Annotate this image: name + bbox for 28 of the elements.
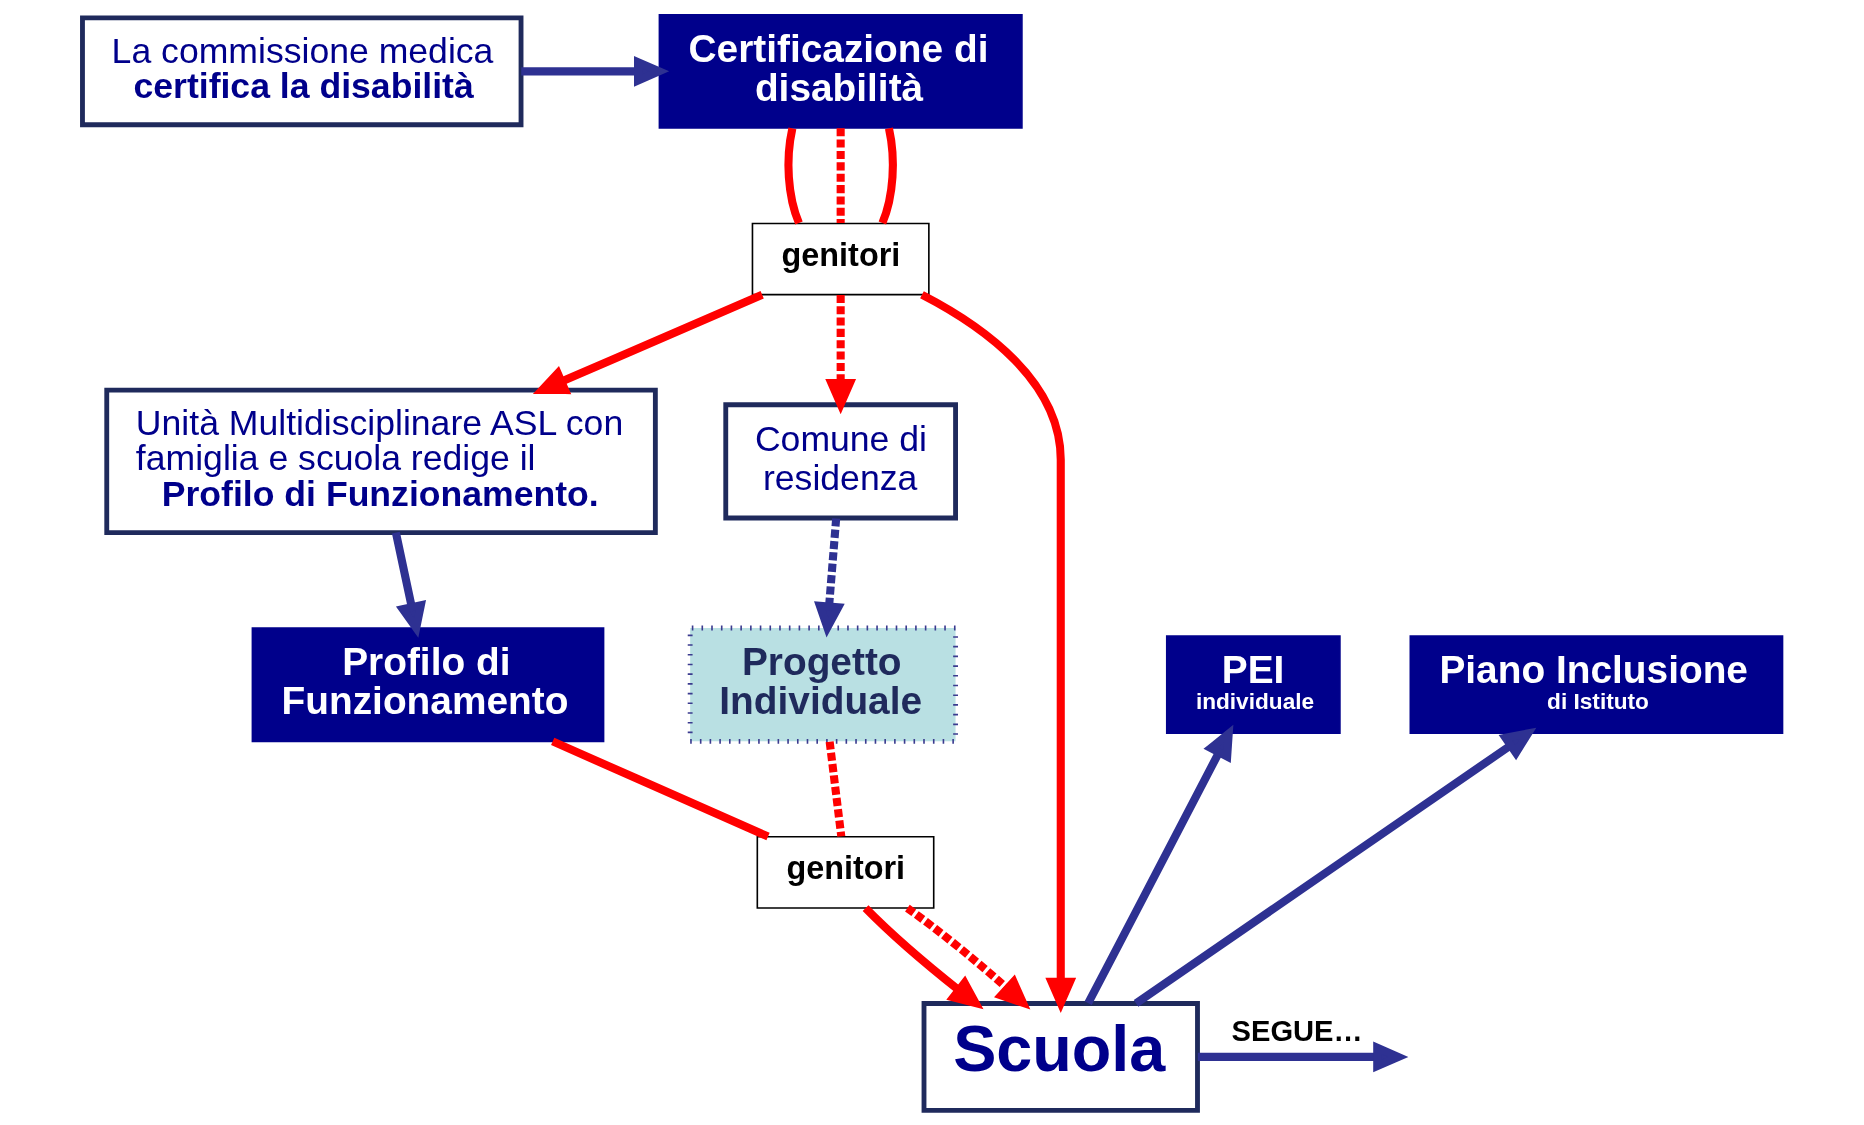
arrow [1084, 724, 1233, 1005]
node-box: Unità Multidisciplinare ASL con famiglia e scuola redige il Profilo di Funzionamento. [103, 387, 658, 535]
connector [783, 127, 803, 225]
connector [878, 127, 897, 225]
node-box: La commissione medica certifica la disabilità [79, 15, 523, 128]
arrow [1197, 1041, 1408, 1073]
arrow [904, 904, 1030, 1010]
node-box: Comune di residenza [722, 402, 958, 521]
arrow [824, 294, 856, 415]
arrow [1133, 727, 1536, 1007]
connector [825, 741, 845, 837]
node-box: Piano Inclusione di Istituto [1409, 635, 1783, 735]
node-box: genitori [751, 222, 930, 296]
arrow [520, 55, 669, 87]
arrow [862, 905, 983, 1010]
node-box: genitori [756, 836, 934, 909]
arrow [532, 290, 764, 395]
node-box: Profilo di Funzionamento [251, 627, 604, 743]
arrow [391, 531, 426, 638]
node-box: PEI individuale [1165, 635, 1341, 735]
arrow [919, 291, 1076, 1013]
edge-label: SEGUE… [1231, 1015, 1363, 1048]
connector [550, 737, 770, 841]
node-box: Certificazione di disabilità [658, 13, 1023, 129]
node-box: Progetto Individuale [687, 625, 958, 744]
arrow [813, 518, 845, 638]
connector [836, 128, 845, 223]
node-box: Scuola [921, 1001, 1200, 1113]
